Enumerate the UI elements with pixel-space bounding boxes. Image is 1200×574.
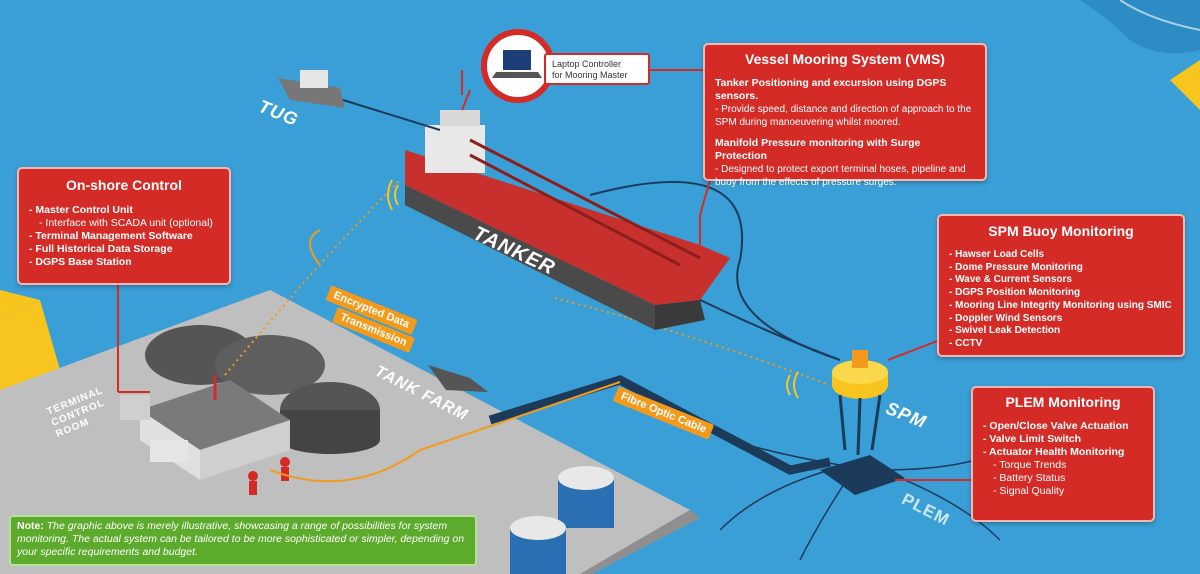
list-item: - Master Control Unit <box>29 204 133 216</box>
list-item: - Interface with SCADA unit (optional) <box>39 217 213 229</box>
list-item: - Open/Close Valve Actuation <box>983 420 1129 432</box>
vms-text-1: - Provide speed, distance and direction … <box>715 104 972 128</box>
spm-list: - Hawser Load Cells - Dome Pressure Moni… <box>949 249 1173 351</box>
sand-corner-right <box>1170 60 1200 110</box>
spm-buoy-monitoring-box: SPM Buoy Monitoring - Hawser Load Cells … <box>937 214 1185 357</box>
list-item: - Full Historical Data Storage <box>29 243 173 255</box>
list-item: - Hawser Load Cells <box>949 249 1045 260</box>
vms-title: Vessel Mooring System (VMS) <box>745 51 945 67</box>
onshore-title: On-shore Control <box>66 177 182 193</box>
terminal-control-building <box>120 375 290 495</box>
list-item: - Swivel Leak Detection <box>949 325 1061 337</box>
list-item: - DGPS Position Monitoring <box>949 287 1081 299</box>
plem-list: - Open/Close Valve Actuation - Valve Lim… <box>983 420 1143 498</box>
plem-manifold <box>820 455 905 495</box>
note-text: The graphic above is merely illustrative… <box>17 520 465 558</box>
storage-tanks <box>145 325 614 574</box>
list-item: - CCTV <box>949 337 983 349</box>
tug-boat <box>278 70 441 131</box>
list-item: - Torque Trends <box>993 459 1067 471</box>
list-item: - Battery Status <box>993 472 1066 484</box>
spm-buoy <box>719 350 1001 561</box>
list-item: - Dome Pressure Monitoring <box>949 261 1083 273</box>
wave-shading <box>1080 0 1200 54</box>
laptop-controller-label: Laptop Controller for Mooring Master <box>544 53 650 85</box>
vms-heading-1: Tanker Positioning and excursion using D… <box>715 77 947 102</box>
onshore-list: - Master Control Unit - Interface with S… <box>29 204 219 269</box>
sand-left <box>0 290 40 318</box>
list-item: - Wave & Current Sensors <box>949 274 1072 286</box>
spm-title: SPM Buoy Monitoring <box>988 223 1134 239</box>
list-item: - Terminal Management Software <box>29 230 193 242</box>
list-item: - Valve Limit Switch <box>983 433 1082 445</box>
speedboat <box>428 365 488 392</box>
list-item: - Actuator Health Monitoring <box>983 446 1125 458</box>
plem-title: PLEM Monitoring <box>1005 394 1121 410</box>
plem-monitoring-box: PLEM Monitoring - Open/Close Valve Actua… <box>971 386 1155 522</box>
onshore-control-box: On-shore Control - Master Control Unit -… <box>17 167 231 285</box>
disclaimer-note: Note: The graphic above is merely illust… <box>9 515 477 566</box>
vms-heading-2: Manifold Pressure monitoring with Surge … <box>715 137 921 162</box>
tanker-ship <box>405 110 730 330</box>
list-item: - Mooring Line Integrity Monitoring usin… <box>949 299 1172 311</box>
laptop-icon <box>503 50 531 70</box>
vms-box: Vessel Mooring System (VMS) Tanker Posit… <box>703 43 987 188</box>
laptop-callout <box>461 29 555 111</box>
list-item: - Doppler Wind Sensors <box>949 312 1063 324</box>
data-link-tanker <box>224 179 401 376</box>
note-label: Note: <box>17 520 44 532</box>
list-item: - Signal Quality <box>993 485 1065 497</box>
vms-text-2: - Designed to protect export terminal ho… <box>715 164 966 188</box>
list-item: - DGPS Base Station <box>29 256 132 268</box>
